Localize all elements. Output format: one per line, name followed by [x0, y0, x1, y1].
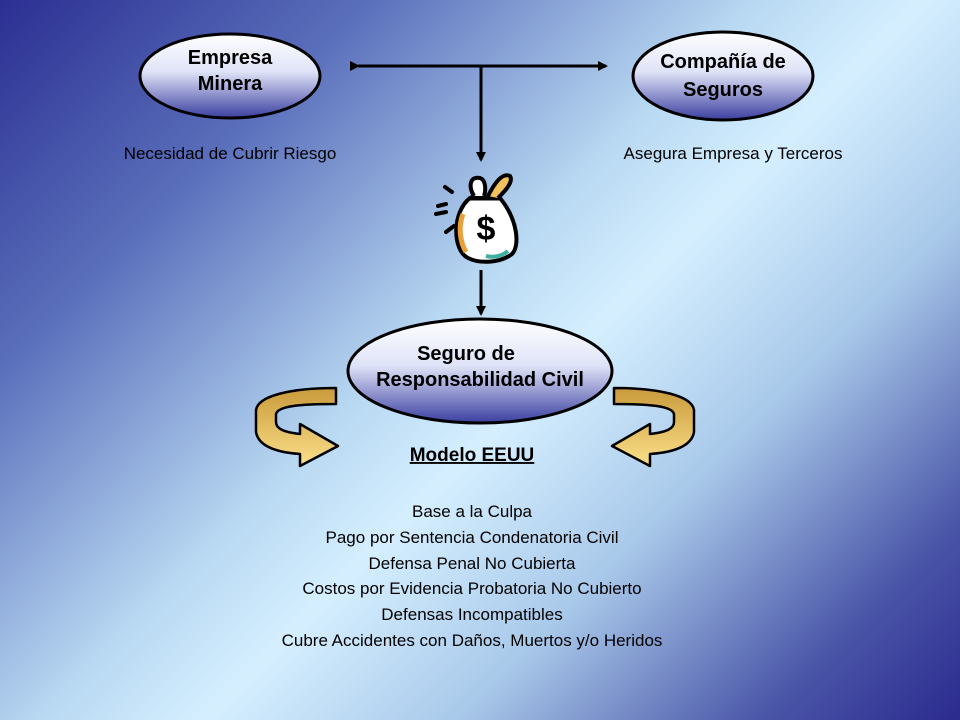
dollar-sign: $ [477, 210, 496, 248]
node-empresa-minera: Empresa Minera [138, 32, 322, 120]
caption-left: Necesidad de Cubrir Riesgo [124, 144, 337, 163]
model-item: Base a la Culpa [412, 502, 533, 521]
curved-arrow-right [610, 386, 696, 468]
compania-line2: Seguros [683, 79, 763, 101]
seguro-line1: Seguro de [417, 343, 515, 365]
node-compania-seguros: Compañía de Seguros [631, 30, 815, 122]
model-item: Pago por Sentencia Condenatoria Civil [326, 528, 619, 547]
seguro-line2: Responsabilidad Civil [376, 369, 584, 391]
model-item: Costos por Evidencia Probatoria No Cubie… [302, 579, 641, 598]
model-item: Cubre Accidentes con Daños, Muertos y/o … [282, 631, 663, 650]
empresa-line2: Minera [198, 73, 263, 95]
curved-arrow-left [254, 386, 340, 468]
caption-right: Asegura Empresa y Terceros [624, 144, 843, 163]
money-bag-icon: $ [434, 173, 519, 264]
empresa-line1: Empresa [188, 47, 273, 69]
model-item: Defensa Penal No Cubierta [369, 554, 577, 573]
compania-line1: Compañía de [660, 51, 786, 73]
model-title: Modelo EEUU [410, 445, 535, 466]
model-item: Defensas Incompatibles [381, 605, 562, 624]
node-seguro-responsabilidad-civil: Seguro de Responsabilidad Civil [346, 317, 614, 425]
